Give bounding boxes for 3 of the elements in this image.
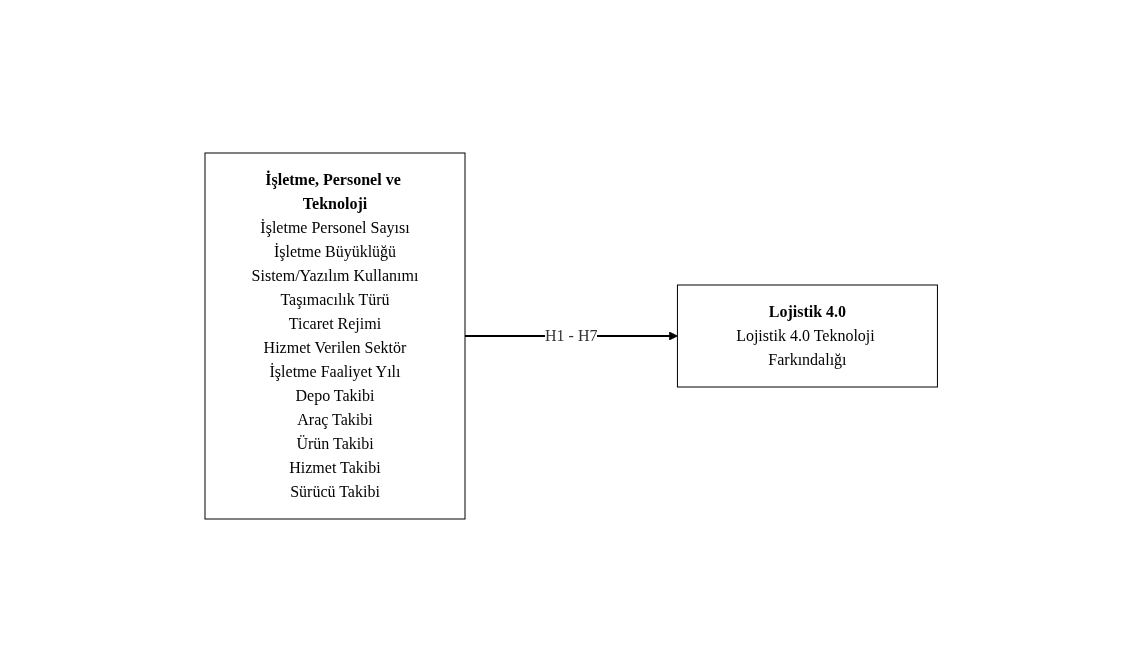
edge-label: H1 - H7 bbox=[545, 327, 598, 344]
node-box: Lojistik 4.0 Lojistik 4.0 Teknoloji Farkındalığı bbox=[677, 284, 939, 388]
node-box: İşletme, Personel ve Teknoloji İşletme Personel Sayısı İşletme Büyüklüğü Sistem/Yazılım Kullanımı Taşımacılık Türü Ticaret Rejimi Hizmet Verilen Sektör İşletme Faaliyet Yılı Depo Takibi Araç Takibi Ürün Takibi Hizmet Takibi Sürücü Takibi bbox=[204, 152, 466, 520]
